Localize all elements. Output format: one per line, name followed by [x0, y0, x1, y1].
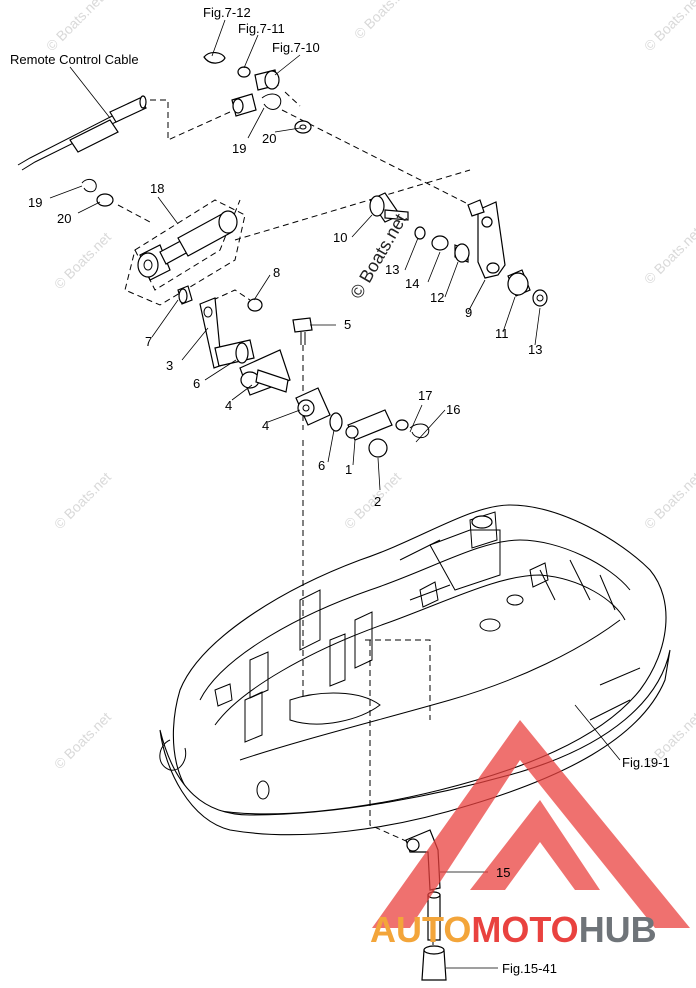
fig-19-1-leader	[574, 704, 621, 761]
figure-references: Remote Control Cable Fig.7-12 Fig.7-11 F…	[10, 5, 670, 976]
callout-18: 18	[150, 181, 164, 196]
brand-hub: HUB	[579, 909, 657, 950]
logo-triangle-outer	[372, 720, 690, 928]
callout-12: 12	[430, 290, 444, 305]
watermark-text: © Boats.net	[641, 469, 696, 532]
watermark-text: © Boats.net	[51, 229, 114, 292]
callout-13: 13	[528, 342, 542, 357]
callout-4: 4	[262, 418, 269, 433]
fig-19-1-label: Fig.19-1	[622, 755, 670, 770]
callout-6: 6	[318, 458, 325, 473]
watermark-text: © Boats.net	[51, 709, 114, 772]
callout-6: 6	[193, 376, 200, 391]
callout-15: 15	[496, 865, 510, 880]
callout-1: 1	[345, 462, 352, 477]
remote-control-cable	[17, 66, 147, 171]
callout-2: 2	[374, 494, 381, 509]
callout-14: 14	[405, 276, 419, 291]
watermark-text: © Boats.net	[341, 469, 404, 532]
fig-7-12-label: Fig.7-12	[203, 5, 251, 20]
link-rod-assembly	[49, 178, 246, 306]
bottom-cowling	[159, 504, 671, 836]
callout-20: 20	[57, 211, 71, 226]
watermark-text: © Boats.net	[351, 0, 414, 42]
callout-16: 16	[446, 402, 460, 417]
upper-linkage-parts	[203, 19, 312, 139]
assembly-guide-lines	[117, 91, 471, 945]
brand-wordmark: AUTOMOTOHUB	[370, 909, 657, 950]
brand-moto: MOTO	[471, 909, 578, 950]
callout-4: 4	[225, 398, 232, 413]
callout-7: 7	[145, 334, 152, 349]
right-linkage-parts	[351, 192, 548, 346]
callout-3: 3	[166, 358, 173, 373]
callout-5: 5	[344, 317, 351, 332]
watermark-text: © Boats.net	[641, 0, 696, 54]
callout-19: 19	[232, 141, 246, 156]
callout-10: 10	[333, 230, 347, 245]
watermark-text: © Boats.net	[51, 469, 114, 532]
center-watermark: © Boats.net	[346, 210, 410, 302]
brand-auto: AUTO	[370, 909, 471, 950]
automotohub-logo: AUTOMOTOHUB	[370, 720, 690, 950]
watermark-text: © Boats.net	[43, 0, 106, 54]
part-callouts: 19 20 19 20 18 8 10 13 14 12 9 11 13 5 7…	[28, 131, 542, 880]
callout-20: 20	[262, 131, 276, 146]
callout-19: 19	[28, 195, 42, 210]
callout-8: 8	[273, 265, 280, 280]
fig-7-11-label: Fig.7-11	[238, 21, 285, 36]
fig-7-10-label: Fig.7-10	[272, 40, 320, 55]
fig-15-41-label: Fig.15-41	[502, 961, 557, 976]
callout-9: 9	[465, 305, 472, 320]
remote-control-cable-label: Remote Control Cable	[10, 52, 139, 67]
callout-17: 17	[418, 388, 432, 403]
callout-11: 11	[495, 326, 509, 341]
throttle-linkage	[151, 274, 446, 491]
watermark-text: © Boats.net	[641, 224, 696, 287]
callout-13: 13	[385, 262, 399, 277]
logo-triangle-inner	[470, 800, 600, 890]
